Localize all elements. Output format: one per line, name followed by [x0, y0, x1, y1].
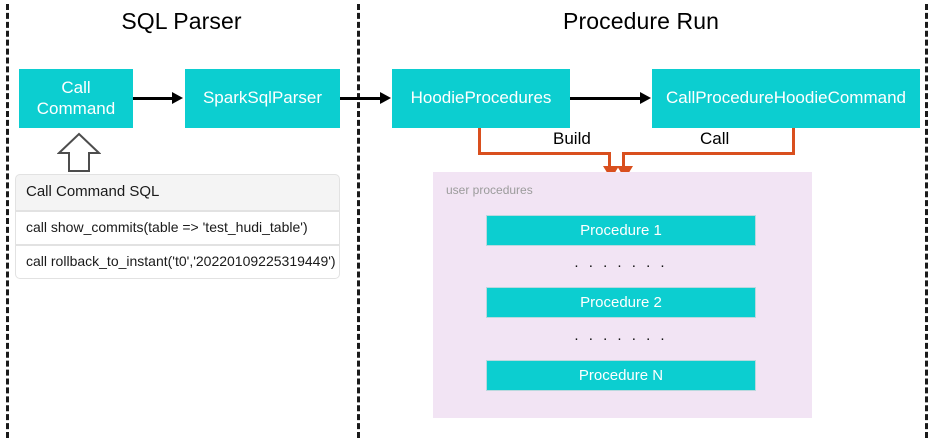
section-title-procedure-run: Procedure Run: [563, 8, 719, 34]
node-call-procedure-hoodie-command[interactable]: CallProcedureHoodieCommand: [652, 69, 920, 128]
sql-table-row: call show_commits(table => 'test_hudi_ta…: [15, 211, 340, 246]
arrow-head-right-icon: [640, 92, 651, 104]
edge-call-segment-vertical: [792, 128, 795, 155]
arrow-head-right-icon: [172, 92, 183, 104]
edge-label-build: Build: [548, 129, 596, 149]
user-procedures-label: user procedures: [446, 183, 533, 197]
procedure-ellipsis: . . . . . . .: [574, 254, 668, 271]
procedure-item[interactable]: Procedure N: [486, 360, 756, 391]
edge-call-command-to-spark-sql-parser: [133, 97, 174, 100]
edge-build-segment-horizontal: [478, 152, 611, 155]
node-call-command-line1: Call: [61, 77, 91, 97]
edge-build-segment-vertical: [478, 128, 481, 155]
edge-label-call: Call: [695, 129, 735, 149]
edge-spark-sql-parser-to-hoodie-procedures: [340, 97, 382, 100]
edge-hoodie-procedures-to-call-procedure-hoodie-command: [570, 97, 641, 100]
edge-call-segment-drop: [622, 152, 625, 170]
node-spark-sql-parser[interactable]: SparkSqlParser: [185, 69, 340, 128]
sql-table-header: Call Command SQL: [15, 174, 340, 212]
node-call-command-line2: Command: [36, 98, 116, 118]
user-procedures-panel: user procedures Procedure 1 . . . . . . …: [433, 172, 812, 418]
edge-call-segment-horizontal: [622, 152, 795, 155]
procedure-ellipsis: . . . . . . .: [574, 327, 668, 344]
section-divider-right: [925, 4, 928, 438]
section-divider-middle: [357, 4, 360, 438]
section-divider-left: [6, 4, 9, 438]
arrow-up-outline-icon: [57, 132, 101, 172]
sql-table-row: call rollback_to_instant('t0','202201092…: [15, 245, 340, 280]
node-hoodie-procedures[interactable]: HoodieProcedures: [392, 69, 570, 128]
arrow-head-right-icon: [380, 92, 391, 104]
call-command-sql-table: Call Command SQL call show_commits(table…: [15, 174, 340, 280]
edge-build-segment-drop: [608, 152, 611, 170]
procedure-item[interactable]: Procedure 1: [486, 215, 756, 246]
section-title-sql-parser: SQL Parser: [121, 8, 242, 34]
procedure-item[interactable]: Procedure 2: [486, 287, 756, 318]
node-call-command[interactable]: Call Command: [19, 69, 133, 128]
